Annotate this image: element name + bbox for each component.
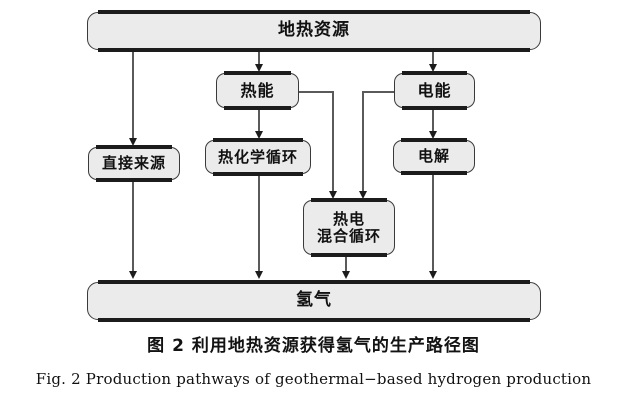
arrowhead-hydrogen-from-electrolysis (428, 271, 437, 279)
arrowhead-thermochemical (254, 131, 263, 139)
node-hybrid-cycle[interactable]: 热电 混合循环 (303, 198, 395, 257)
node-geothermal-resource-label: 地热资源 (278, 20, 350, 41)
edge-electric-electrolysis (432, 108, 434, 132)
arrowhead-thermal-energy (254, 64, 263, 72)
edge-electric-hybrid-vertical (362, 91, 364, 192)
node-thermal-energy-label: 热能 (240, 80, 275, 100)
figure-caption-english: Fig. 2 Production pathways of geothermal… (35, 370, 592, 388)
arrowhead-electrolysis (428, 131, 437, 139)
node-electric-energy[interactable]: 电能 (394, 71, 475, 110)
edge-geothermal-thermal (258, 50, 260, 66)
edge-electrolysis-hydrogen (432, 173, 434, 272)
arrowhead-hydrogen-from-hybrid (341, 271, 350, 279)
node-direct-source-label: 直接来源 (101, 154, 166, 173)
edge-thermal-thermochemical (258, 108, 260, 132)
arrowhead-hybrid-from-electric (358, 191, 367, 199)
arrowhead-hydrogen-from-direct (128, 271, 137, 279)
flowchart-diagram: 地热资源 热能 电能 直接来源 热化学循环 电解 热电 混合循环 氢气 (87, 10, 541, 322)
node-hydrogen-label: 氢气 (296, 290, 332, 311)
edge-hybrid-hydrogen (345, 255, 347, 272)
figure-caption-chinese: 图 2 利用地热资源获得氢气的生产路径图 (147, 336, 480, 356)
node-hybrid-cycle-label: 热电 混合循环 (316, 209, 381, 245)
node-thermochemical-cycle[interactable]: 热化学循环 (205, 138, 311, 176)
edge-electric-hybrid-horizontal (363, 91, 396, 93)
node-electric-energy-label: 电能 (417, 80, 452, 100)
node-electrolysis-label: 电解 (417, 147, 450, 166)
node-geothermal-resource[interactable]: 地热资源 (87, 10, 541, 52)
edge-geothermal-direct-source (132, 50, 134, 140)
node-thermochemical-cycle-label: 热化学循环 (217, 147, 298, 166)
arrowhead-electric-energy (428, 64, 437, 72)
node-hydrogen[interactable]: 氢气 (87, 280, 541, 322)
edge-thermal-hybrid-vertical (332, 91, 334, 192)
arrowhead-hybrid-from-thermal (328, 191, 337, 199)
node-direct-source[interactable]: 直接来源 (88, 145, 180, 182)
arrowhead-direct-source (128, 138, 137, 146)
arrowhead-hydrogen-from-thermochemical (254, 271, 263, 279)
node-electrolysis[interactable]: 电解 (393, 138, 475, 175)
node-thermal-energy[interactable]: 热能 (216, 71, 299, 110)
edge-direct-source-hydrogen (132, 180, 134, 272)
edge-geothermal-electric (432, 50, 434, 66)
edge-thermochemical-hydrogen (258, 174, 260, 272)
edge-thermal-hybrid-horizontal (299, 91, 334, 93)
